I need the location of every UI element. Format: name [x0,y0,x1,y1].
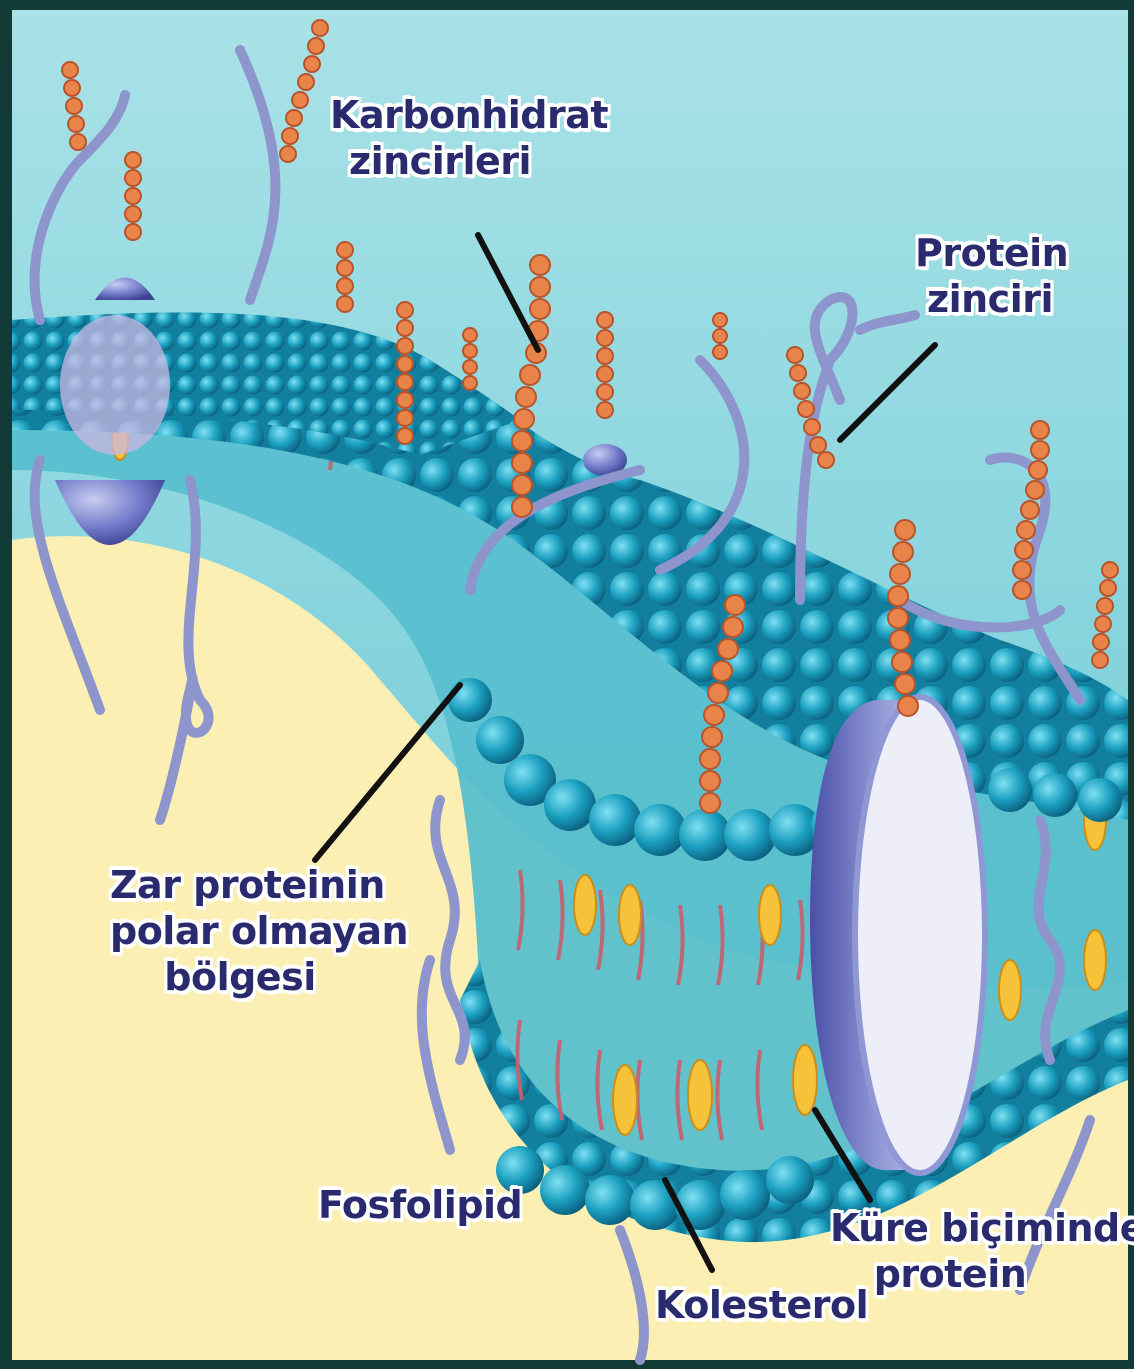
integral-protein-left [60,315,170,455]
label-phospholipid: Fosfolipid [318,1182,498,1228]
label-globular-protein: Küre biçiminde protein [830,1205,1070,1297]
label-carbohydrate-chains: Karbonhidrat zincirleri [330,92,550,184]
globular-protein-channel [810,697,985,1173]
label-protein-chain: Protein zinciri [915,230,1065,322]
label-cholesterol: Kolesterol [655,1282,835,1328]
label-nonpolar-region: Zar proteinin polar olmayan bölgesi [110,862,370,1000]
